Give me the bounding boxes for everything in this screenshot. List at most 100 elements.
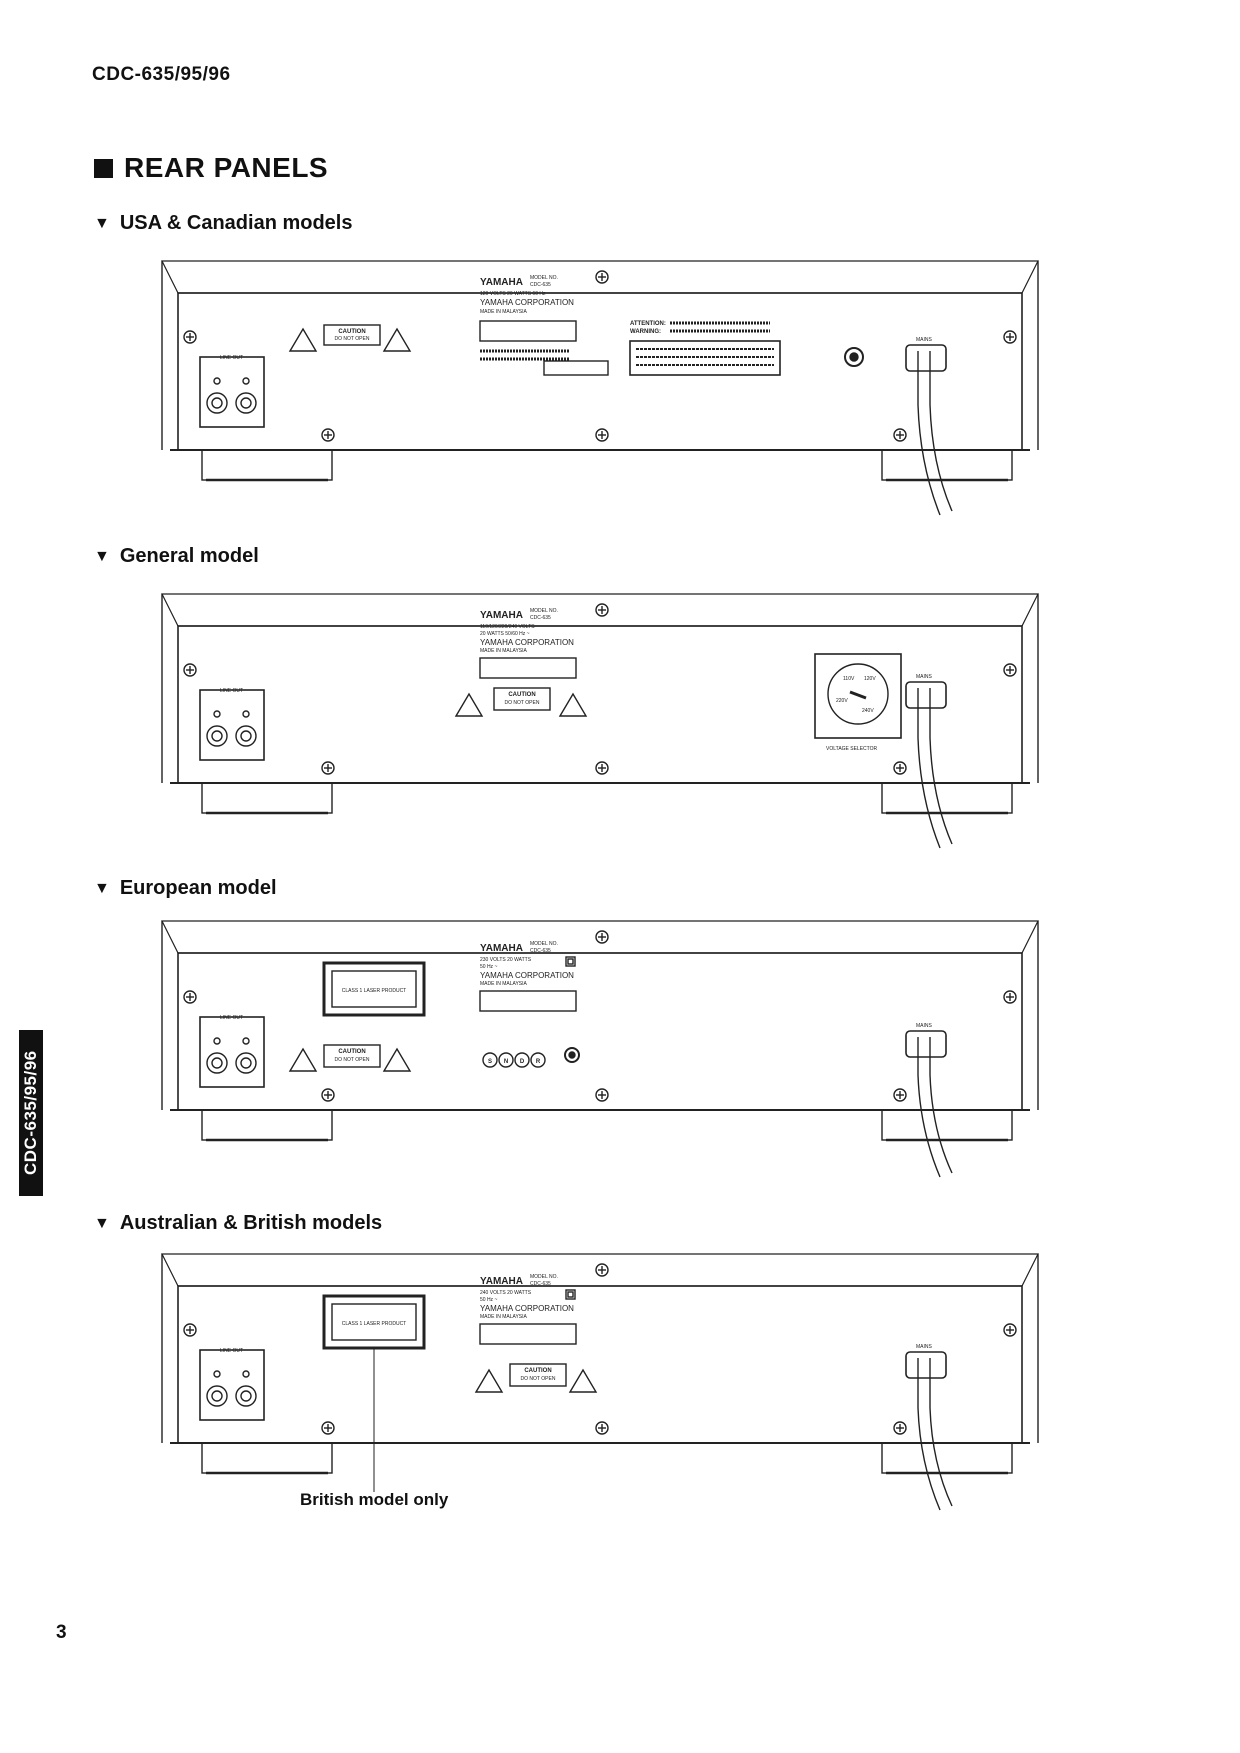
approval-mark-d: D [514,1052,530,1068]
screw-icon [321,1421,335,1435]
brand-label: YAMAHA [480,610,523,621]
screw-icon [183,1323,197,1337]
screw-icon [595,761,609,775]
model-no-label: MODEL NO. [530,1274,558,1280]
panel-heading-general: ▼ General model [94,545,259,568]
caution-sub-label: DO NOT OPEN [505,700,540,706]
screw-icon [595,270,609,284]
caution-label: CAUTION [524,1368,551,1374]
panel-heading-australian-british: ▼ Australian & British models [94,1212,382,1235]
rear-panel-diagram-usa: LINE OUT CAUTION DO NOT OPEN YAMAHA MODE… [161,260,1039,516]
screw-icon [595,1088,609,1102]
made-in-label: MADE IN MALAYSIA [480,309,528,315]
rear-panel-diagram-european: CLASS 1 LASER PRODUCT LINE OUT CAUTION D… [161,920,1039,1178]
caution-label: CAUTION [508,692,535,698]
rating-label: 240 VOLTS 20 WATTS [480,1290,532,1296]
mains-label: MAINS [916,1023,933,1029]
line-out-label: LINE OUT [220,1348,243,1354]
triangle-bullet-icon: ▼ [94,1214,110,1232]
model-no-label: MODEL NO. [530,941,558,947]
corporation-label: YAMAHA CORPORATION [480,1304,574,1313]
attention-label: ATTENTION: [630,321,666,327]
square-bullet-icon [94,158,113,178]
screw-icon [893,761,907,775]
voltage-240: 240V [862,708,874,714]
screw-icon [595,1421,609,1435]
triangle-bullet-icon: ▼ [94,214,110,232]
screw-icon [1003,663,1017,677]
rating-label: 230 VOLTS 20 WATTS [480,957,532,963]
model-no-value: CDC-635 [530,948,551,954]
brand-label: YAMAHA [480,277,523,288]
screw-icon [321,428,335,442]
caution-sub-label: DO NOT OPEN [335,1057,370,1063]
laser-product-label: CLASS 1 LASER PRODUCT [342,1321,406,1327]
svg-text:D: D [520,1059,525,1065]
approval-mark-s: S [482,1052,498,1068]
corporation-label: YAMAHA CORPORATION [480,298,574,307]
panel-heading-text: European model [119,877,277,899]
mains-label: MAINS [916,674,933,680]
brand-label: YAMAHA [480,1276,523,1287]
screw-icon [1003,330,1017,344]
panel-heading-text: Australian & British models [119,1212,383,1234]
panel-heading-text: USA & Canadian models [119,212,353,234]
document-model-header: CDC-635/95/96 [92,64,231,85]
caution-sub-label: DO NOT OPEN [521,1376,556,1382]
screw-icon [1003,1323,1017,1337]
section-title-text: REAR PANELS [124,152,329,183]
line-out-label: LINE OUT [220,688,243,694]
rating-label-2: 50 Hz ~ [480,964,497,970]
screw-icon [893,1421,907,1435]
panel-heading-text: General model [119,545,259,567]
section-title: REAR PANELS [94,152,328,184]
voltage-120: 120V [864,676,876,682]
mains-label: MAINS [916,337,933,343]
corporation-label: YAMAHA CORPORATION [480,971,574,980]
model-no-value: CDC-635 [530,1281,551,1287]
british-only-callout: British model only [300,1490,449,1509]
screw-icon [321,761,335,775]
screw-icon [595,428,609,442]
caution-label: CAUTION [338,329,365,335]
screw-icon [893,1088,907,1102]
screw-icon [1003,990,1017,1004]
screw-icon [183,990,197,1004]
made-in-label: MADE IN MALAYSIA [480,1314,528,1320]
approval-mark-r: R [530,1052,546,1068]
screw-icon [893,428,907,442]
rating-label-2: 50 Hz ~ [480,1297,497,1303]
panel-heading-usa: ▼ USA & Canadian models [94,212,352,235]
model-no-label: MODEL NO. [530,608,558,614]
made-in-label: MADE IN MALAYSIA [480,648,528,654]
triangle-bullet-icon: ▼ [94,879,110,897]
rating-label: 120 VOLTS 20 WATTS 60 Hz [480,291,546,297]
model-no-value: CDC-635 [530,282,551,288]
svg-text:R: R [536,1059,541,1065]
rating-label-2: 20 WATTS 50/60 Hz ~ [480,631,530,637]
screw-icon [183,330,197,344]
side-index-tab: CDC-635/95/96 [19,1030,43,1196]
rating-label: 110/120/220/240 VOLTS [480,624,535,630]
mains-label: MAINS [916,1344,933,1350]
model-no-label: MODEL NO. [530,275,558,281]
brand-label: YAMAHA [480,943,523,954]
made-in-label: MADE IN MALAYSIA [480,981,528,987]
page-number: 3 [56,1622,67,1643]
voltage-220: 220V [836,698,848,704]
screw-icon [595,930,609,944]
caution-sub-label: DO NOT OPEN [335,336,370,342]
model-no-value: CDC-635 [530,615,551,621]
corporation-label: YAMAHA CORPORATION [480,638,574,647]
triangle-bullet-icon: ▼ [94,547,110,565]
line-out-label: LINE OUT [220,355,243,361]
voltage-selector-label[interactable]: VOLTAGE SELECTOR [826,746,878,752]
warning-label: WARNING: [630,329,661,335]
rear-panel-diagram-australian-british: CLASS 1 LASER PRODUCT LINE OUT YAMAHA MO… [161,1253,1039,1511]
laser-product-label: CLASS 1 LASER PRODUCT [342,988,406,994]
svg-text:N: N [504,1059,508,1065]
caution-label: CAUTION [338,1049,365,1055]
screw-icon [595,1263,609,1277]
screw-icon [595,603,609,617]
panel-heading-european: ▼ European model [94,877,277,900]
